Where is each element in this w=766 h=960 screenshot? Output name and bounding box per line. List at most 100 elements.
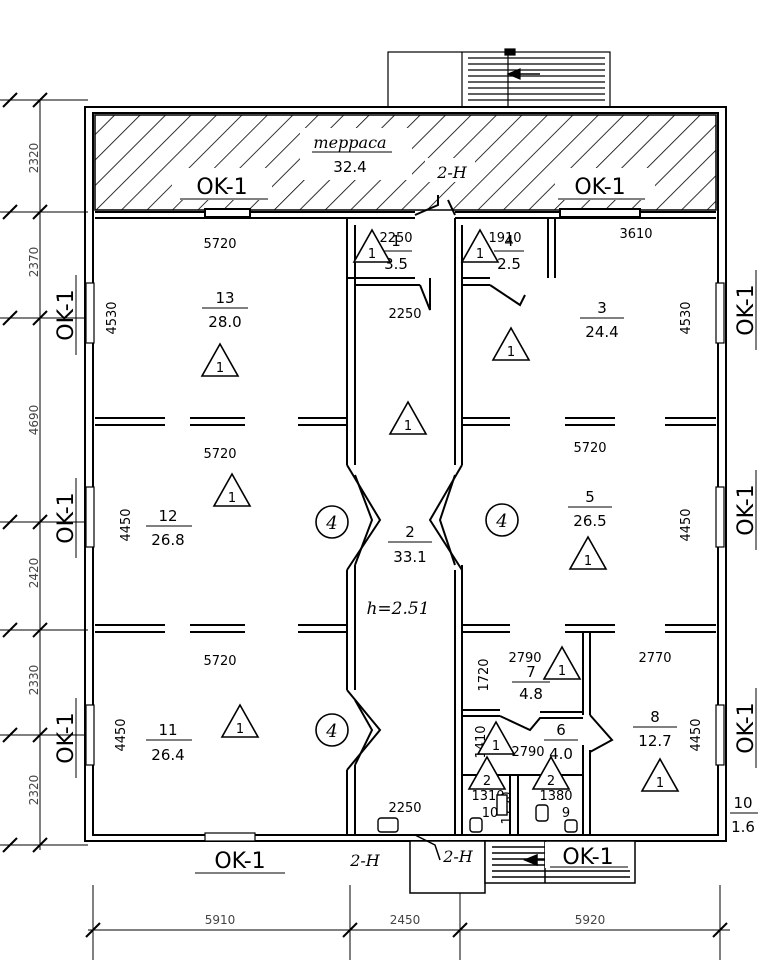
door-tag-bottom-2: 2-Н	[442, 847, 474, 866]
tri-marker-6: 1	[492, 739, 500, 754]
room-3-number: 3	[597, 299, 607, 317]
dim-1310: 1310	[471, 789, 504, 804]
room-5-number: 5	[585, 488, 595, 506]
room-10-inner: 10	[482, 806, 499, 821]
room-1-number: 1	[391, 232, 401, 250]
tri-marker-10: 2	[483, 774, 491, 789]
left-dim-6: 2320	[27, 775, 41, 806]
terrace-label-bg	[300, 128, 412, 180]
room-12-number: 12	[158, 507, 177, 525]
tri-marker-12: 1	[228, 491, 236, 506]
bottom-dimension-chain	[85, 885, 730, 960]
dim-1720: 1720	[477, 658, 492, 691]
left-dimension-labels: 2320 2370 4690 2420 2330 2320	[27, 143, 41, 806]
dim-5720-13: 5720	[203, 237, 236, 252]
room-8-number: 8	[650, 708, 660, 726]
window-tag-left-1: OK-1	[54, 289, 79, 340]
height-note: h=2.51	[366, 599, 429, 619]
triangle-markers: 1 1 1 1 1 1 1 1 1 1 1 2 2	[201, 229, 679, 792]
tri-marker-13: 1	[216, 361, 224, 376]
room-7-number: 7	[526, 663, 536, 681]
room-2-number: 2	[405, 523, 415, 541]
tri-marker-2: 1	[404, 419, 412, 434]
dim-4530-left: 4530	[105, 301, 120, 334]
left-dim-5: 2330	[27, 665, 41, 696]
dim-1380: 1380	[539, 789, 572, 804]
window-tag-left-3: OK-1	[54, 712, 79, 763]
tri-marker-9: 2	[547, 774, 555, 789]
window-tag-right-1: OK-1	[734, 284, 759, 335]
bottom-dim-1: 5910	[205, 913, 236, 927]
door-tag-bg	[425, 158, 475, 182]
room-3-area: 24.4	[585, 323, 618, 341]
tri-marker-11: 1	[236, 722, 244, 737]
dim-4530-right: 4530	[679, 301, 694, 334]
dim-4450-8: 4450	[689, 718, 704, 751]
door-tag-terrace: 2-H	[436, 163, 468, 182]
room-4-area: 2.5	[497, 255, 521, 273]
fixtures	[377, 794, 578, 833]
room-8-area: 12.7	[638, 732, 671, 750]
dim-4450-11: 4450	[114, 718, 129, 751]
dim-2770: 2770	[638, 651, 671, 666]
left-dimension-chain	[0, 92, 88, 853]
window-tag-bottom: OK-1	[214, 849, 265, 874]
room-10-area: 1.6	[731, 818, 755, 836]
tri-marker-7: 1	[558, 664, 566, 679]
terrace-wall	[95, 195, 716, 219]
room-11-number: 11	[158, 721, 177, 739]
left-dim-4: 2420	[27, 558, 41, 589]
window-tag-right-2: OK-1	[734, 484, 759, 535]
room-4-number: 4	[504, 232, 514, 250]
room-9-number: 9	[562, 806, 570, 821]
top-stair	[387, 48, 611, 108]
room-6-number: 6	[556, 721, 566, 739]
room-12-area: 26.8	[151, 531, 184, 549]
left-dim-1: 2320	[27, 143, 41, 174]
window-tag-terrace-right: OK-1	[574, 175, 625, 200]
dim-2250-3: 2250	[388, 801, 421, 816]
door-tag-bottom: 2-H	[349, 851, 381, 870]
ok-bg-1	[172, 168, 272, 200]
room-7-area: 4.8	[519, 685, 543, 703]
dim-2790-mid: 2790	[511, 745, 544, 760]
tri-marker-1: 1	[368, 247, 376, 262]
dim-4450-12: 4450	[119, 508, 134, 541]
dim-4450-5: 4450	[679, 508, 694, 541]
tri-marker-8: 1	[656, 776, 664, 791]
dim-2250-2: 2250	[388, 307, 421, 322]
dim-5720-12: 5720	[203, 447, 236, 462]
room-2-area: 33.1	[393, 548, 426, 566]
circle-marker-left-1: 4	[325, 513, 337, 534]
inner-dimensions: 5720 5720 5720 5720 2250 2250 2250 1910 …	[105, 227, 704, 816]
left-dim-2: 2370	[27, 247, 41, 278]
left-dim-3: 4690	[27, 405, 41, 436]
window-tag-right-3: OK-1	[734, 702, 759, 753]
circle-markers: 4 4 4	[315, 503, 519, 747]
terrace-area: 32.4	[333, 158, 366, 176]
dim-5720-11: 5720	[203, 654, 236, 669]
dim-5720-5: 5720	[573, 441, 606, 456]
room-labels: 13 28.0 12 26.8 11 26.4 3 24.4 5 26.5 8 …	[146, 232, 758, 836]
window-tags: OK-1 OK-1 OK-1 OK-1 OK-1 OK-1 OK-1 OK-1	[54, 270, 759, 874]
room-1-area: 3.5	[384, 255, 408, 273]
dim-3610: 3610	[619, 227, 652, 242]
room-6-area: 4.0	[549, 745, 573, 763]
bottom-dim-3: 5920	[575, 913, 606, 927]
circle-marker-right: 4	[495, 511, 507, 532]
window-tag-bottom-right: OK-1	[562, 845, 613, 870]
bottom-dim-2: 2450	[390, 913, 421, 927]
windows	[85, 282, 725, 842]
dim-2790-top: 2790	[508, 651, 541, 666]
room-11-area: 26.4	[151, 746, 184, 764]
interior-walls	[95, 218, 716, 835]
window-tag-left-2: OK-1	[54, 492, 79, 543]
dim-1910: 1910	[488, 231, 521, 246]
room-5-area: 26.5	[573, 512, 606, 530]
ok-bg-2	[555, 168, 655, 200]
tri-marker-5: 1	[584, 554, 592, 569]
tri-marker-3: 1	[507, 345, 515, 360]
outer-walls	[84, 106, 727, 842]
room-13-area: 28.0	[208, 313, 241, 331]
dim-2250-1: 2250	[379, 231, 412, 246]
